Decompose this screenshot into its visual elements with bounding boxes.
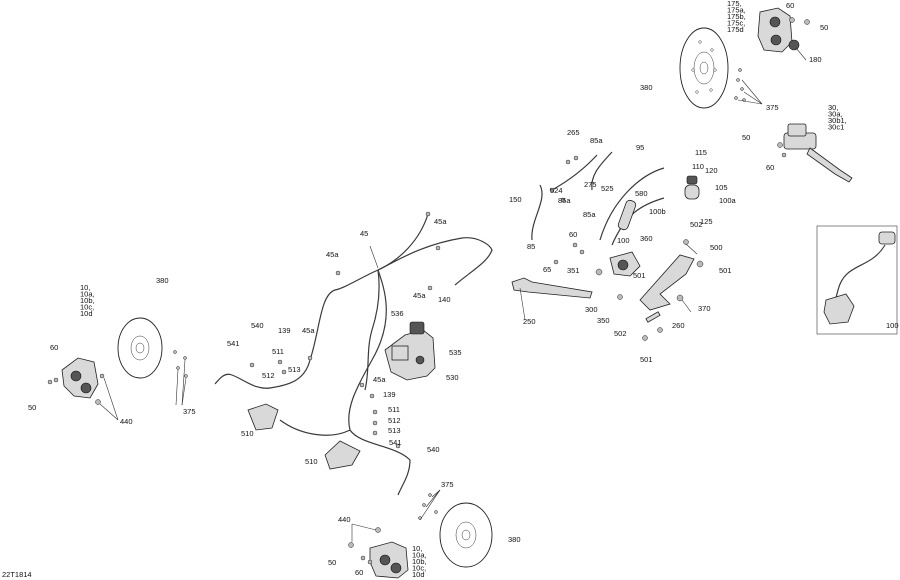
callout-l45: 45 [360,229,368,238]
callout-l85a3: 85a [583,210,596,219]
callout-l370: 370 [698,304,711,313]
callout-l512b: 512 [388,416,401,425]
callout-l513a: 513 [288,365,301,374]
callout-l10a: 10,10a,10b,10c,10d [80,283,95,318]
callout-l45a1: 45a [434,217,447,226]
callout-l440b: 440 [338,515,351,524]
callout-l100a: 100a [719,196,737,205]
callout-l501b: 501 [719,266,732,275]
callout-l380c: 380 [508,535,521,544]
hand-master-cylinder [777,123,853,183]
callout-l85: 85 [527,242,535,251]
callout-l380a: 380 [640,83,653,92]
callout-l502a: 502 [690,220,703,229]
abs-module [384,321,436,381]
callout-l524: 524 [550,186,563,195]
callout-l350: 350 [597,316,610,325]
callout-l100: 100 [617,236,630,245]
callout-l525: 525 [601,184,614,193]
callout-l125: 125 [700,217,713,226]
callout-l100inset: 100 [886,321,899,330]
callout-l351: 351 [567,266,580,275]
callout-l501c: 501 [640,355,653,364]
callout-l500: 500 [710,243,723,252]
callout-l60b: 60 [766,163,774,172]
callout-l139b: 139 [383,390,396,399]
callout-l440a: 440 [120,417,133,426]
callout-labels: 175,175a,175b,175c,175d 60 50 180 380 375 30,3… [28,0,899,579]
callout-l45a3: 45a [413,291,426,300]
callout-l60d: 60 [50,343,58,352]
callout-l85a2: 85a [558,196,571,205]
callout-l45a5: 45a [373,375,386,384]
callout-l50c: 50 [28,403,36,412]
callout-l502b: 502 [614,329,627,338]
callout-l50d: 50 [328,558,336,567]
callout-l511b: 511 [388,405,400,414]
callout-l535: 535 [449,348,462,357]
callout-l60a: 60 [786,1,794,10]
diagram-code: 22T1814 [2,570,32,579]
callout-l50a: 50 [820,23,828,32]
callout-l10b: 10,10a,10b,10c,10d [412,544,427,579]
callout-l45a2: 45a [326,250,339,259]
callout-l510b: 510 [305,457,318,466]
callout-l105: 105 [715,183,728,192]
front-left-brake-assembly [47,317,188,405]
callout-l540b: 540 [427,445,440,454]
callout-l250: 250 [523,317,536,326]
brake-caliper [757,7,793,53]
callout-l510a: 510 [241,429,254,438]
callout-l60e: 60 [355,568,363,577]
callout-l180: 180 [809,55,822,64]
callout-l275: 275 [584,180,597,189]
foot-brake-master-cylinder [511,151,704,341]
callout-l580: 580 [635,189,648,198]
callout-l65: 65 [543,265,551,274]
leader-lines [99,47,807,542]
callout-l375c: 375 [441,480,454,489]
callout-l260: 260 [672,321,685,330]
front-right-brake-assembly [348,493,493,579]
callout-l120: 120 [705,166,718,175]
rear-right-brake-assembly [679,7,810,109]
bracket [247,403,279,431]
callout-l380b: 380 [156,276,169,285]
callout-l512a: 512 [262,371,275,380]
callout-l110: 110 [692,162,704,171]
callout-l175: 175,175a,175b,175c,175d [727,0,746,34]
callout-l540a: 540 [251,321,264,330]
callout-l115: 115 [695,148,707,157]
callout-l375a: 375 [766,103,779,112]
callout-l50b: 50 [742,133,750,142]
brake-lines [214,211,493,496]
callout-l511a: 511 [272,347,284,356]
callout-l95: 95 [636,143,644,152]
callout-l150: 150 [509,195,522,204]
callout-l85a1: 85a [590,136,603,145]
callout-l375b: 375 [183,407,196,416]
callout-l265: 265 [567,128,580,137]
bracket [324,440,361,470]
callout-l45a4: 45a [302,326,315,335]
callout-l536: 536 [391,309,404,318]
callout-l139a: 139 [278,326,291,335]
callout-l501a: 501 [633,271,646,280]
callout-l140: 140 [438,295,451,304]
callout-l541a: 541 [227,339,240,348]
callout-l513b: 513 [388,426,401,435]
callout-l100b: 100b [649,207,666,216]
callout-l300: 300 [585,305,598,314]
callout-l30: 30,30a,30b1,30c1 [828,103,847,132]
callout-l60c: 60 [569,230,577,239]
callout-l541b: 541 [389,438,402,447]
inset-view [816,225,898,335]
callout-l360: 360 [640,234,653,243]
callout-l530: 530 [446,373,459,382]
